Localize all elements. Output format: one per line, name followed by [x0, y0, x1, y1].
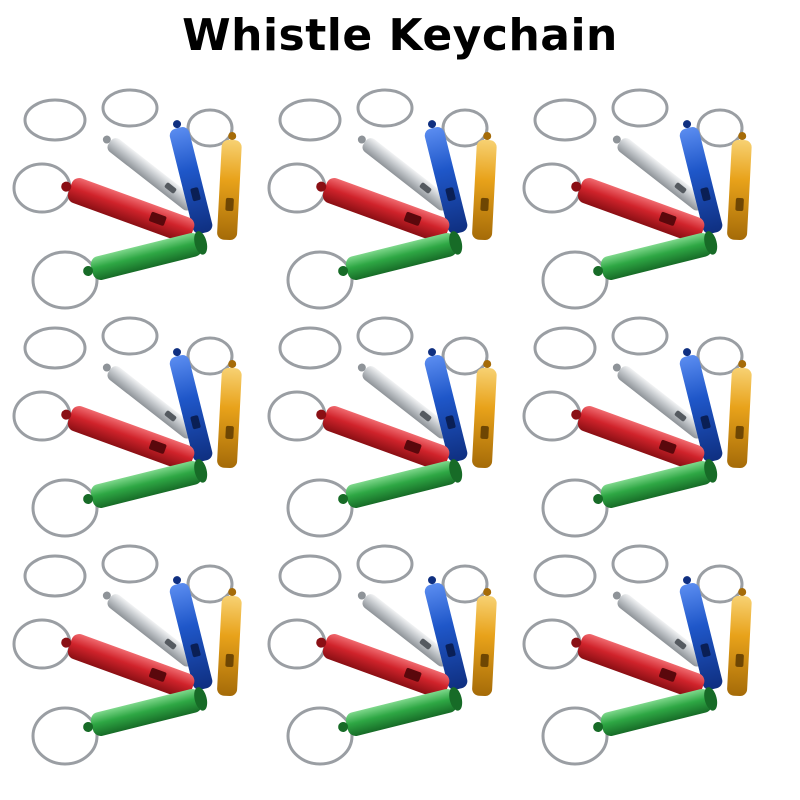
whistle-group-tile — [265, 308, 521, 548]
whistle-group-image — [12, 88, 244, 310]
whistle-group-tile — [520, 308, 776, 548]
whistle-group-tile — [10, 308, 266, 548]
whistle-group-image — [522, 316, 754, 538]
whistle-group-image — [12, 544, 244, 766]
product-image-grid — [0, 70, 800, 800]
whistle-group-image — [267, 88, 499, 310]
whistle-group-tile — [10, 536, 266, 776]
whistle-group-image — [267, 316, 499, 538]
whistle-group-image — [522, 88, 754, 310]
page-title: Whistle Keychain — [182, 9, 618, 61]
whistle-group-tile — [10, 80, 266, 320]
whistle-group-image — [267, 544, 499, 766]
whistle-group-tile — [520, 80, 776, 320]
whistle-group-tile — [520, 536, 776, 776]
whistle-group-image — [522, 544, 754, 766]
whistle-group-tile — [265, 80, 521, 320]
whistle-group-tile — [265, 536, 521, 776]
whistle-group-image — [12, 316, 244, 538]
